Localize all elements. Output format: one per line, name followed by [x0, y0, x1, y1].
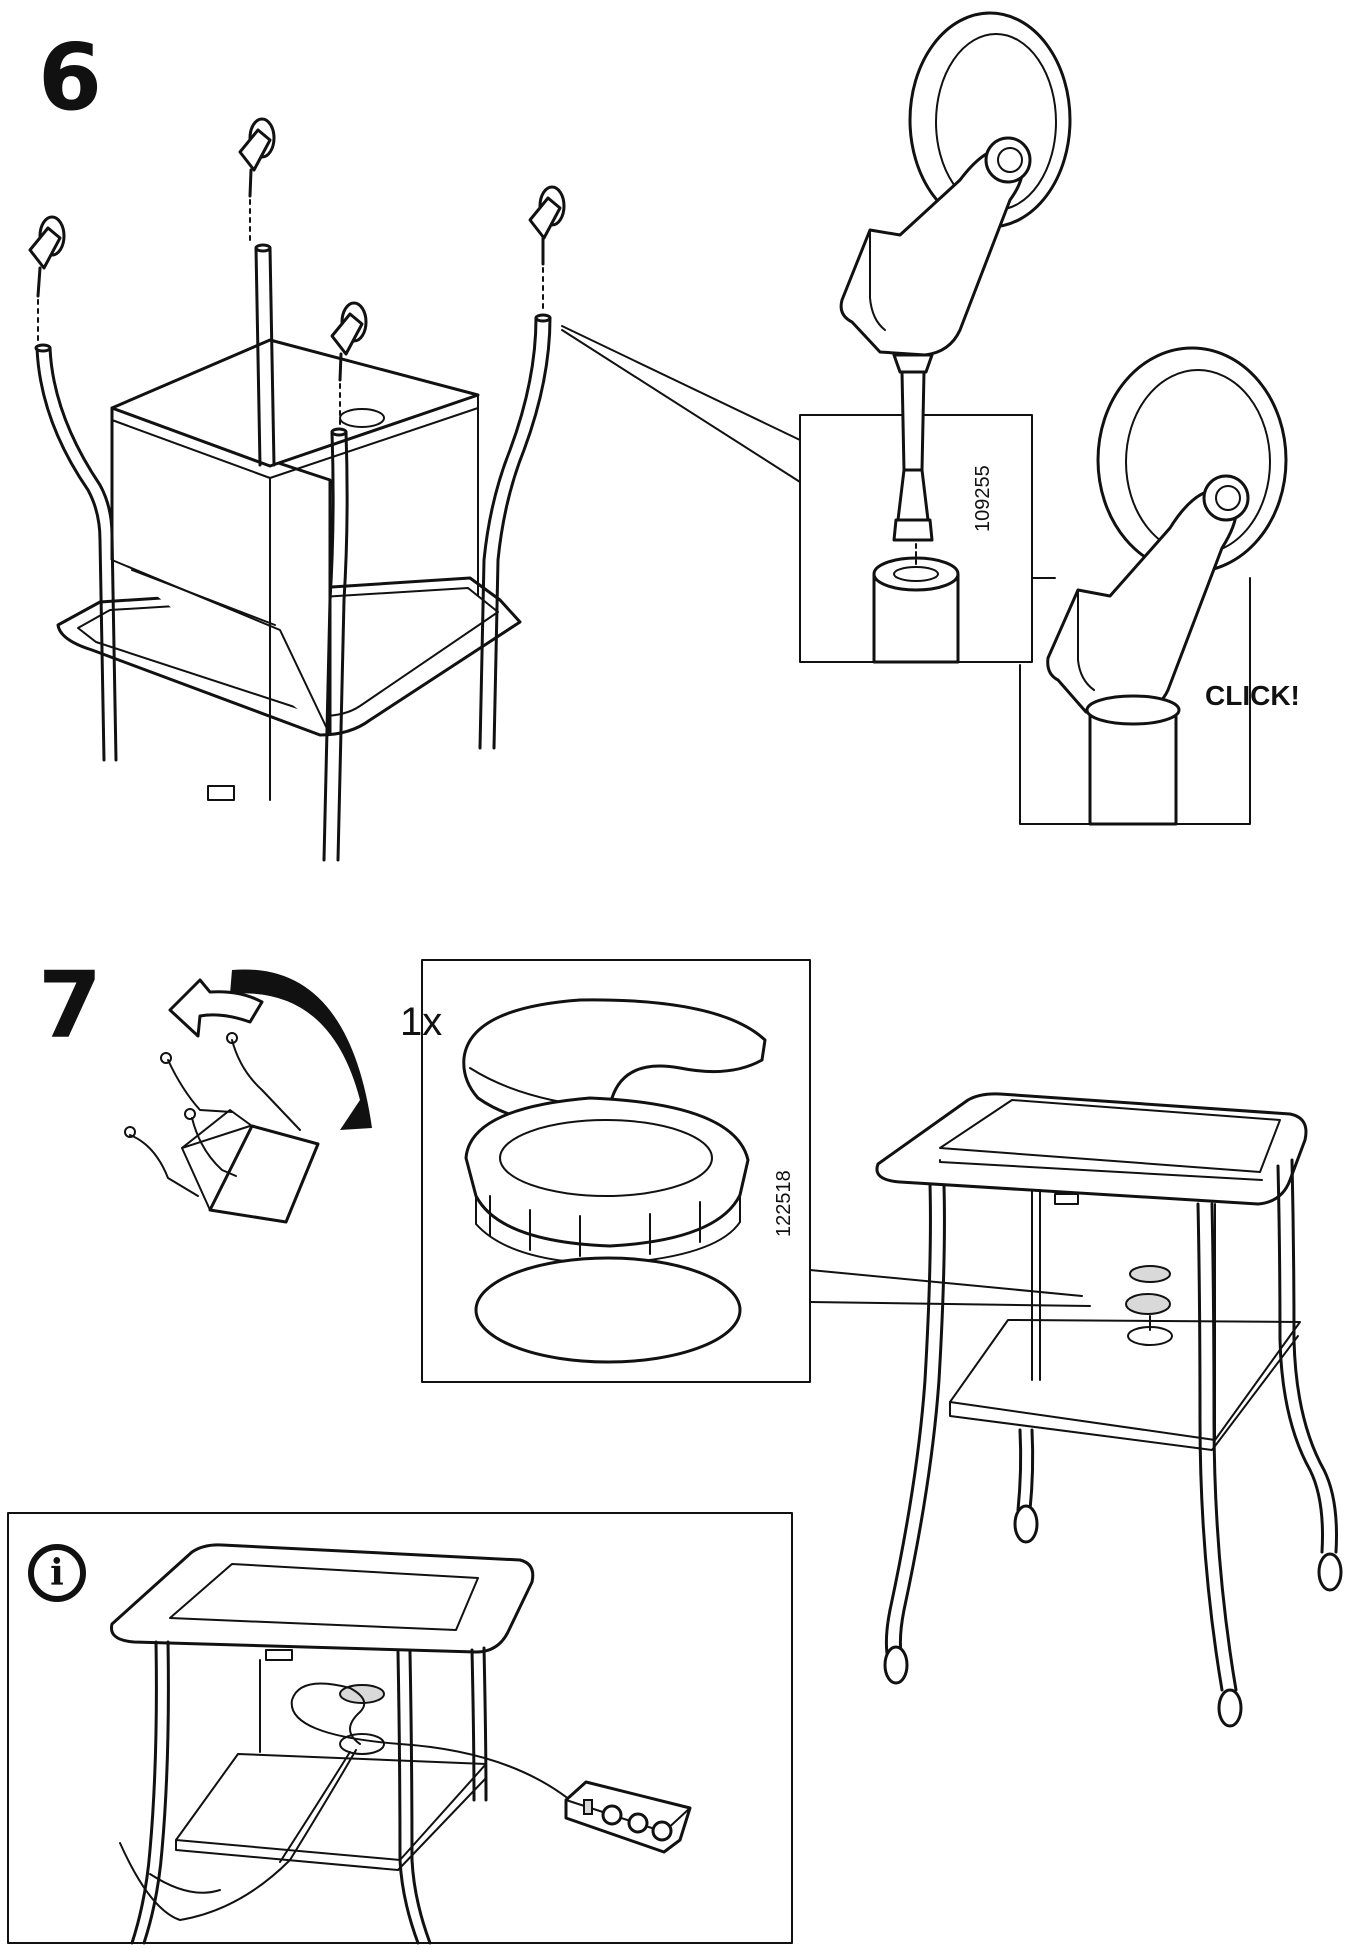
step-6-number: 6: [38, 24, 103, 131]
step-7-number: 7: [38, 952, 103, 1059]
click-label: CLICK!: [1205, 680, 1300, 711]
step-6-part-number: 109255: [972, 465, 994, 532]
info-icon: i: [28, 1544, 86, 1602]
grommet-quantity: 1x: [400, 1000, 443, 1044]
info-symbol: i: [50, 1552, 64, 1594]
step-7-part-number: 122518: [773, 1170, 795, 1237]
